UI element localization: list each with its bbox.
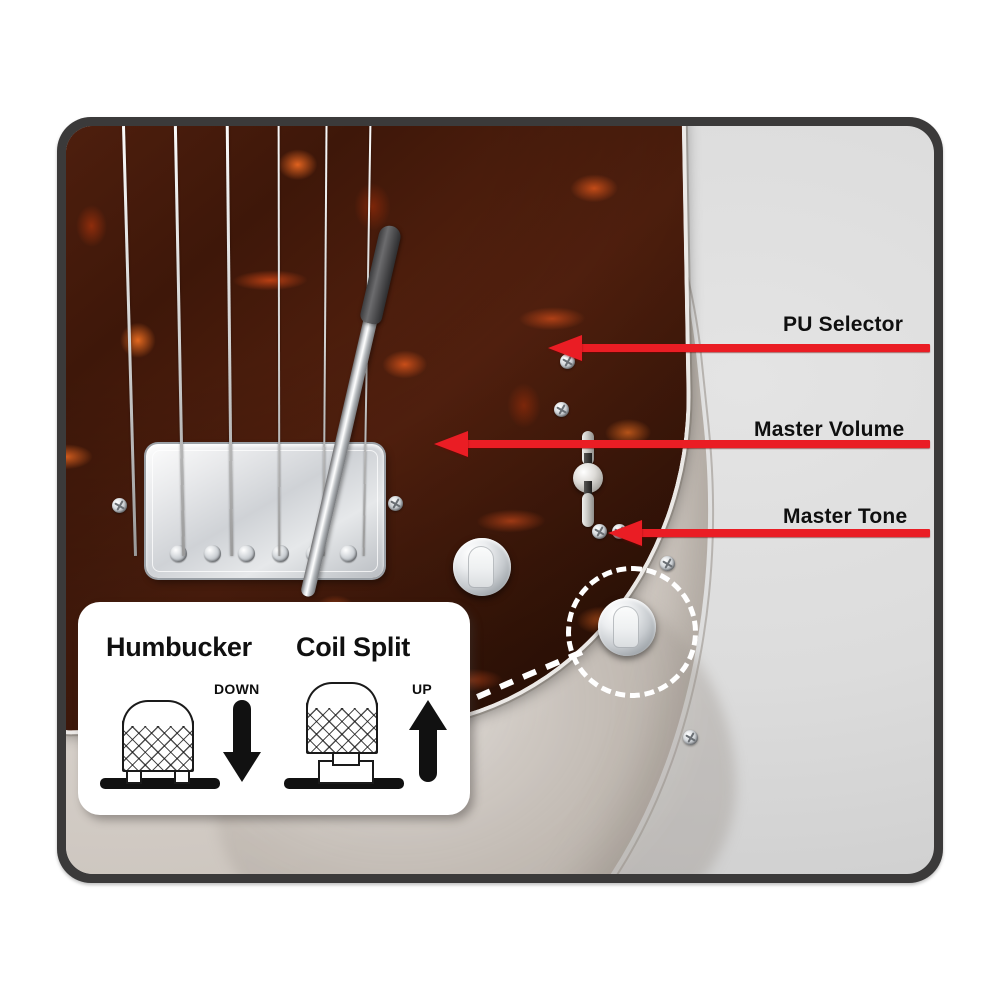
callout-label-master-tone: Master Tone	[783, 505, 908, 528]
arrow-shaft	[640, 529, 930, 537]
callout-connector-line	[399, 649, 584, 721]
callout-arrow-master-volume	[434, 431, 930, 457]
arrow-shaft	[466, 440, 930, 448]
inset-title-coil-split: Coil Split	[296, 632, 410, 662]
humbucker-pickup	[146, 444, 384, 578]
pickup-pole-piece	[238, 545, 255, 562]
arrow-shaft	[419, 726, 437, 782]
knob-face	[468, 546, 494, 588]
callout-arrow-pu-selector	[548, 335, 930, 361]
pickup-selector-switch[interactable]	[571, 431, 605, 527]
arrow-head-icon	[434, 431, 468, 457]
pickup-pole-piece	[340, 545, 357, 562]
down-arrow-icon	[222, 700, 262, 782]
callout-arrow-master-tone	[608, 520, 930, 546]
humbucker-knob-dome	[122, 700, 194, 726]
pickguard-screw	[592, 524, 607, 539]
up-arrow-icon	[408, 700, 448, 782]
arrow-head-icon	[548, 335, 582, 361]
humbucker-base-plate	[100, 778, 220, 789]
coilsplit-knob-body	[306, 702, 378, 754]
arrow-head	[409, 700, 447, 730]
humbucker-knob-body	[122, 720, 194, 772]
inset-direction-label-up: UP	[412, 681, 433, 697]
pickguard-screw	[683, 730, 698, 745]
coil-split-inset-panel: Humbucker DOWN Coil Split UP	[78, 602, 470, 815]
arrow-shaft	[233, 700, 251, 756]
inset-title-humbucker: Humbucker	[106, 632, 252, 662]
inset-direction-label-down: DOWN	[214, 681, 260, 697]
pickup-pole-piece	[204, 545, 221, 562]
tone-knob-highlight-ring	[566, 566, 698, 698]
callout-label-pu-selector: PU Selector	[783, 313, 904, 336]
pickguard-screw	[388, 496, 403, 511]
pickguard-screw	[112, 498, 127, 513]
pickguard-screw	[554, 402, 569, 417]
pickguard-screw	[660, 556, 675, 571]
arrow-head-icon	[608, 520, 642, 546]
switch-tip-lower	[582, 493, 594, 527]
pickup-cover-bevel	[152, 450, 378, 572]
master-volume-knob[interactable]	[453, 538, 511, 596]
arrow-shaft	[580, 344, 930, 352]
arrow-head	[223, 752, 261, 782]
callout-label-master-volume: Master Volume	[754, 418, 905, 441]
coilsplit-knob-dome	[306, 682, 378, 708]
